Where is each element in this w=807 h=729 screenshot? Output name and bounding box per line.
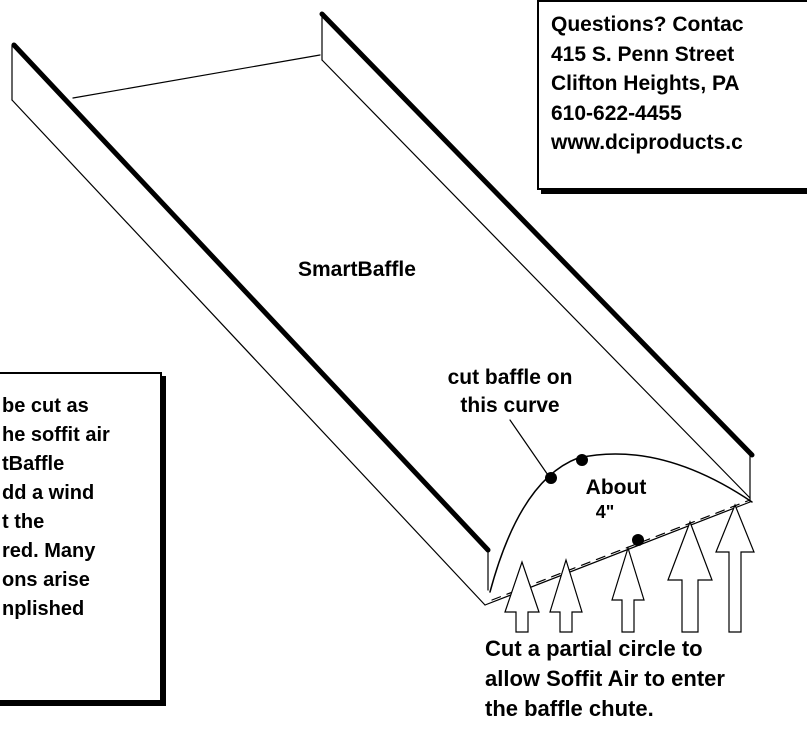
note-line: tBaffle: [2, 453, 65, 475]
cut-instruction-label: cut baffle on this curve: [425, 366, 595, 418]
note-line: dd a wind: [2, 482, 95, 504]
arrow-1: [504, 560, 540, 633]
about-label: About 4": [570, 476, 662, 523]
cut-instruction-line-2: this curve: [460, 394, 560, 417]
left-flange-lower-edge: [11, 99, 486, 606]
note-line: he soffit air: [2, 424, 110, 446]
bottom-line-2: allow Soffit Air to enter: [485, 666, 725, 691]
contact-line: 415 S. Penn Street: [551, 42, 735, 66]
arrow-3: [611, 545, 645, 633]
note-line: ons arise: [2, 569, 90, 591]
product-name-label: SmartBaffle: [298, 258, 416, 281]
right-flange-edge: [321, 59, 751, 499]
back-edge: [72, 54, 321, 99]
arrow-4: [667, 520, 713, 633]
marker-dot-1: [545, 472, 557, 484]
note-line: t the: [2, 511, 45, 533]
bottom-instruction: Cut a partial circle to allow Soffit Air…: [485, 634, 725, 724]
contact-line: Clifton Heights, PA: [551, 72, 740, 95]
about-line-2: 4": [595, 502, 615, 522]
about-line-1: About: [585, 476, 647, 499]
note-line: red. Many: [2, 540, 96, 562]
pointer-line: [509, 419, 551, 479]
marker-dot-2: [576, 454, 588, 466]
marker-dot-3: [632, 534, 644, 546]
left-flange-top-edge: [11, 42, 491, 553]
bottom-line-3: the baffle chute.: [485, 696, 654, 721]
right-flange-top-edge: [319, 11, 755, 458]
cut-instruction-line-1: cut baffle on: [447, 366, 573, 389]
dashed-cut-line: [491, 499, 751, 601]
note-box: be cut as he soffit air tBaffle dd a win…: [0, 372, 162, 702]
contact-line: 610-622-4455: [551, 101, 682, 125]
arrow-2: [549, 557, 583, 633]
note-line: be cut as: [2, 395, 89, 417]
note-line: nplished: [2, 598, 85, 620]
contact-box: Questions? Contac 415 S. Penn Street Cli…: [537, 0, 807, 190]
contact-line: www.dciproducts.c: [551, 131, 743, 154]
bottom-line-1: Cut a partial circle to: [485, 636, 703, 661]
arrow-5: [715, 503, 755, 633]
contact-line: Questions? Contac: [551, 13, 744, 36]
